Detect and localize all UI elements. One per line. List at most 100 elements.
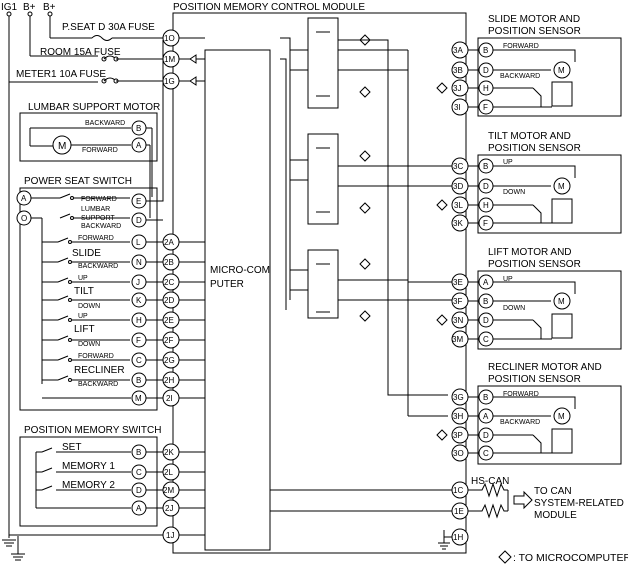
control-module: POSITION MEMORY CONTROL MODULE MICRO-COM… bbox=[172, 2, 467, 554]
mpin-3g: 3G bbox=[453, 393, 464, 402]
lift-motor-title-2: POSITION SENSOR bbox=[488, 259, 581, 270]
pss-pin-m: M bbox=[135, 394, 142, 403]
mpin-2i: 2I bbox=[166, 394, 173, 403]
lumbar-forward-label: FORWARD bbox=[82, 147, 118, 154]
bplus2-label: B+ bbox=[43, 2, 56, 13]
lift-pin-3: D bbox=[483, 316, 489, 325]
hs-can-label: HS-CAN bbox=[471, 476, 509, 487]
pms-pin-c: C bbox=[136, 468, 142, 477]
lift-motor: LIFT MOTOR AND POSITION SENSOR A B D C U… bbox=[468, 247, 622, 350]
mpin-1c: 1C bbox=[453, 486, 463, 495]
recliner-backward: BACKWARD bbox=[78, 381, 118, 388]
slide-name: SLIDE bbox=[72, 248, 101, 259]
lift-pin-2: B bbox=[483, 297, 488, 306]
tilt-motor-symbol: M bbox=[558, 182, 565, 191]
tilt-pin-1: B bbox=[483, 162, 488, 171]
mpin-3n: 3N bbox=[453, 316, 463, 325]
legend: : TO MICROCOMPUTER bbox=[498, 550, 628, 564]
pss-pin-n: N bbox=[136, 258, 142, 267]
mpin-2f: 2F bbox=[164, 336, 173, 345]
mpin-3a: 3A bbox=[453, 46, 463, 55]
micro-diamond-icon bbox=[498, 550, 512, 564]
pss-lumbar-word: LUMBAR bbox=[81, 206, 110, 213]
lift-motor-symbol: M bbox=[558, 297, 565, 306]
micro-label-2: PUTER bbox=[210, 279, 244, 290]
micro-label-1: MICRO-COM bbox=[210, 265, 270, 276]
recliner-pin-1: B bbox=[483, 393, 488, 402]
mpin-3p: 3P bbox=[453, 431, 463, 440]
tilt-motor-title-1: TILT MOTOR AND bbox=[488, 131, 571, 142]
mpin-2h: 2H bbox=[164, 376, 174, 385]
tilt-pin-4: F bbox=[483, 219, 488, 228]
mpin-2d: 2D bbox=[164, 296, 174, 305]
slide-pin-4: F bbox=[483, 103, 488, 112]
mpin-2l: 2L bbox=[164, 468, 173, 477]
microcomputer-box bbox=[204, 49, 271, 551]
tilt-name: TILT bbox=[74, 286, 94, 297]
mpin-1m: 1M bbox=[164, 55, 175, 64]
pms-pin-d: D bbox=[136, 486, 142, 495]
mpin-3d: 3D bbox=[453, 182, 463, 191]
recliner-dir2: BACKWARD bbox=[500, 419, 540, 426]
tilt-dir2: DOWN bbox=[503, 189, 525, 196]
lumbar-pin-a: A bbox=[136, 141, 142, 150]
pms-memory1: MEMORY 1 bbox=[62, 461, 115, 472]
lumbar-motor-title: LUMBAR SUPPORT MOTOR bbox=[28, 102, 160, 113]
lift-up: UP bbox=[78, 313, 88, 320]
pms-pin-a: A bbox=[136, 504, 142, 513]
power-seat-switch: POWER SEAT SWITCH A O FORWARD LUMBAR SUP… bbox=[16, 40, 164, 411]
recliner-pin-3: D bbox=[483, 431, 489, 440]
pss-pin-f: F bbox=[136, 336, 141, 345]
lumbar-backward-label: BACKWARD bbox=[85, 120, 125, 127]
pss-pin-b: B bbox=[136, 376, 141, 385]
lift-name: LIFT bbox=[74, 324, 95, 335]
bplus1-label: B+ bbox=[23, 2, 36, 13]
recliner-forward: FORWARD bbox=[78, 353, 114, 360]
tilt-motor-title-2: POSITION SENSOR bbox=[488, 143, 581, 154]
slide-motor-title-1: SLIDE MOTOR AND bbox=[488, 14, 580, 25]
mpin-3h: 3H bbox=[453, 412, 463, 421]
slide-motor-symbol: M bbox=[558, 66, 565, 75]
fuse-room-label: ROOM 15A FUSE bbox=[40, 47, 121, 58]
slide-motor-title-2: POSITION SENSOR bbox=[488, 26, 581, 37]
pss-pin-c: C bbox=[136, 356, 142, 365]
fuse-pseat-label: P.SEAT D 30A FUSE bbox=[62, 22, 155, 33]
lift-dir2: DOWN bbox=[503, 305, 525, 312]
mpin-1j: 1J bbox=[166, 531, 174, 540]
recliner-pin-4: C bbox=[483, 449, 489, 458]
mpin-2j: 2J bbox=[165, 504, 173, 513]
pss-pin-l: L bbox=[136, 238, 141, 247]
pss-pin-j: J bbox=[136, 278, 140, 287]
mpin-1g: 1G bbox=[164, 77, 175, 86]
hs-can: HS-CAN TO CAN SYSTEM-RELATED MODULE bbox=[468, 476, 624, 521]
mpin-3l: 3L bbox=[454, 201, 463, 210]
recliner-motor-symbol: M bbox=[558, 412, 565, 421]
mpin-1h: 1H bbox=[453, 533, 463, 542]
mpin-2b: 2B bbox=[164, 258, 174, 267]
slide-forward: FORWARD bbox=[78, 235, 114, 242]
relay-banks bbox=[280, 17, 448, 417]
lift-motor-title-1: LIFT MOTOR AND bbox=[488, 247, 572, 258]
recliner-motor-title-2: POSITION SENSOR bbox=[488, 374, 581, 385]
tilt-pin-3: H bbox=[483, 201, 489, 210]
pss-pin-h: H bbox=[136, 316, 142, 325]
ig1-label: IG1 bbox=[1, 2, 18, 13]
mpin-1o: 1O bbox=[164, 34, 175, 43]
slide-motor: SLIDE MOTOR AND POSITION SENSOR B D H F … bbox=[468, 14, 622, 117]
mpin-3b: 3B bbox=[453, 66, 463, 75]
slide-pin-3: H bbox=[483, 84, 489, 93]
pss-pin-o: O bbox=[21, 214, 27, 223]
power-seat-switch-title: POWER SEAT SWITCH bbox=[24, 176, 132, 187]
tilt-down: DOWN bbox=[78, 303, 100, 310]
tilt-up: UP bbox=[78, 275, 88, 282]
slide-pin-1: B bbox=[483, 46, 488, 55]
recliner-dir1: FORWARD bbox=[503, 391, 539, 398]
mpin-3o: 3O bbox=[453, 449, 464, 458]
mpin-3c: 3C bbox=[453, 162, 463, 171]
position-memory-switch: POSITION MEMORY SWITCH SET MEMORY 1 MEMO… bbox=[19, 425, 163, 527]
power-supplies: IG1 B+ B+ P.SEAT D 30A FUSE ROOM 15A FUS… bbox=[1, 2, 163, 561]
tilt-pin-2: D bbox=[483, 182, 489, 191]
mpin-2k: 2K bbox=[164, 448, 174, 457]
can-dest-1: TO CAN bbox=[534, 486, 572, 497]
